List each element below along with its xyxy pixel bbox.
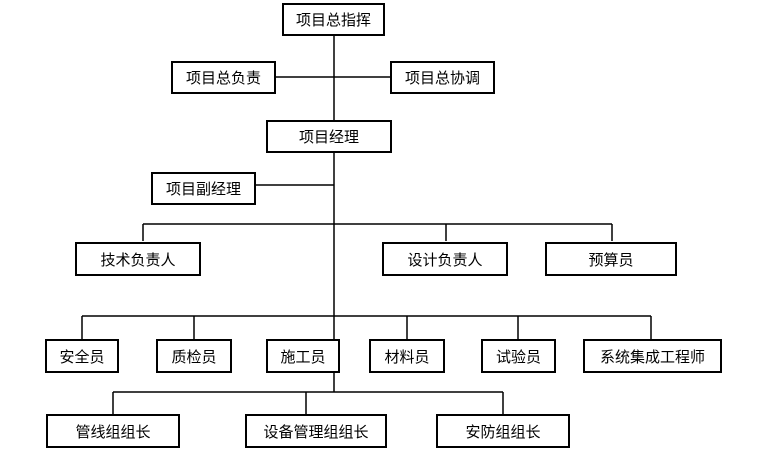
node-pipeline-leader: 管线组组长 <box>46 414 180 448</box>
node-construction-worker: 施工员 <box>266 339 340 373</box>
node-systems-engineer: 系统集成工程师 <box>583 339 722 373</box>
node-equipment-leader: 设备管理组组长 <box>245 414 387 448</box>
node-safety-officer: 安全员 <box>45 339 119 373</box>
node-general-coordinator: 项目总协调 <box>390 61 495 94</box>
node-quality-inspector: 质检员 <box>156 339 232 373</box>
node-materials-officer: 材料员 <box>369 339 445 373</box>
node-tech-lead: 技术负责人 <box>75 242 201 276</box>
node-deputy-manager: 项目副经理 <box>151 172 256 205</box>
node-chief-commander: 项目总指挥 <box>282 3 385 36</box>
node-general-manager: 项目总负责 <box>171 61 276 94</box>
node-budget-officer: 预算员 <box>545 242 677 276</box>
node-security-leader: 安防组组长 <box>436 414 570 448</box>
node-design-lead: 设计负责人 <box>382 242 508 276</box>
node-project-manager: 项目经理 <box>266 120 392 153</box>
node-test-officer: 试验员 <box>481 339 556 373</box>
